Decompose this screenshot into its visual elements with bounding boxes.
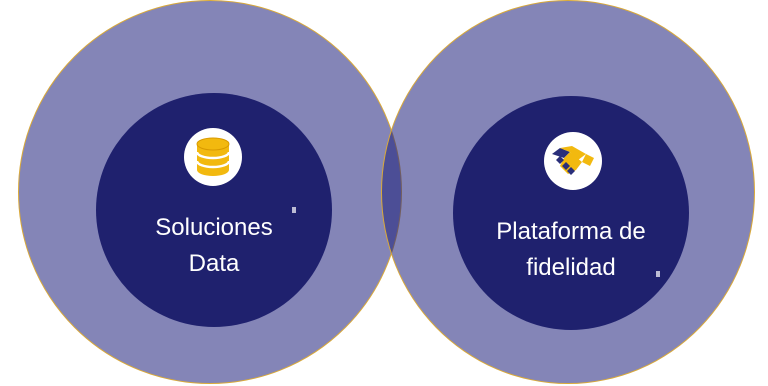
label-plataforma-fidelidad: Plataforma de fidelidad xyxy=(469,214,673,286)
decorative-tick xyxy=(292,207,296,213)
database-icon xyxy=(184,128,242,186)
label-plataforma-fidelidad-line2: fidelidad xyxy=(526,254,616,281)
handshake-icon xyxy=(544,132,602,190)
decorative-tick xyxy=(656,271,660,277)
label-soluciones-data: Soluciones Data xyxy=(134,210,294,282)
label-soluciones-data-line1: Soluciones xyxy=(155,214,273,241)
label-soluciones-data-line2: Data xyxy=(188,250,240,277)
label-plataforma-fidelidad-line1: Plataforma de xyxy=(496,218,646,245)
